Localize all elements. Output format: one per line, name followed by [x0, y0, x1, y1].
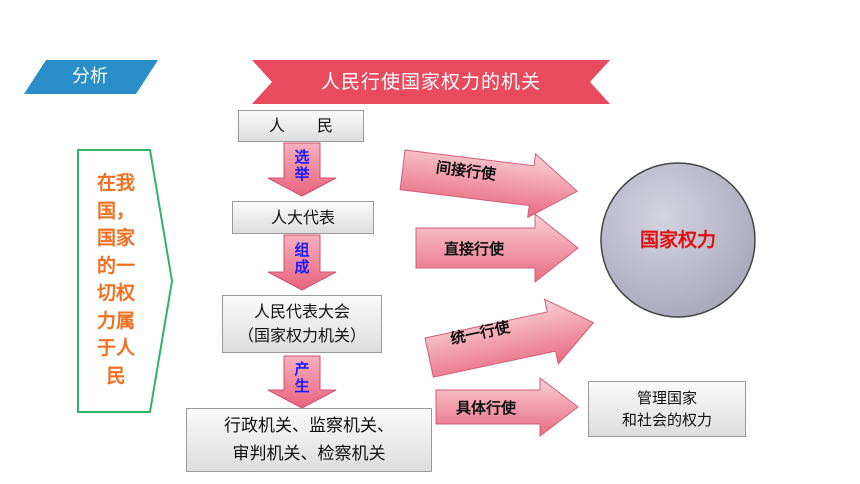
- node-manage-power: 管理国家 和社会的权力: [588, 381, 746, 437]
- node-people-label: 人 民: [268, 116, 333, 135]
- node-manage-line2: 和社会的权力: [621, 411, 712, 429]
- side-line: 在我: [96, 172, 135, 194]
- node-npc-deputies-label: 人大代表: [270, 207, 335, 227]
- node-manage-line1: 管理国家: [636, 389, 697, 407]
- side-line: 国家: [96, 227, 135, 249]
- title-ribbon-shape: [252, 60, 610, 104]
- state-power-label: 国家权力: [639, 229, 716, 251]
- produce-char: 产: [294, 360, 310, 378]
- node-organs-line2: 审判机关、检察机关: [232, 444, 386, 464]
- state-power-circle: [600, 162, 756, 318]
- compose-label: 组 成: [292, 242, 312, 276]
- side-line: 切权: [96, 282, 135, 304]
- side-chevron-shape: [77, 149, 174, 413]
- node-organs: 行政机关、监察机关、 审判机关、检察机关: [186, 408, 432, 472]
- indirect-arrow: [399, 149, 579, 219]
- produce-char: 生: [294, 377, 310, 395]
- side-line: 于人: [96, 337, 135, 359]
- produce-label: 产 生: [292, 361, 312, 395]
- elect-label: 选 举: [292, 149, 312, 183]
- node-npc-line2: （国家权力机关）: [237, 326, 366, 345]
- node-people: 人 民: [238, 110, 364, 142]
- produce-down-arrow: [267, 355, 337, 409]
- compose-down-arrow: [267, 234, 337, 291]
- specific-arrow: [435, 376, 579, 438]
- compose-char: 组: [294, 241, 310, 259]
- node-npc-line1: 人民代表大会: [253, 302, 350, 321]
- node-organs-line1: 行政机关、监察机关、: [224, 416, 394, 436]
- analysis-tag-shape: [24, 60, 158, 94]
- compose-char: 成: [294, 258, 310, 276]
- direct-arrow: [415, 212, 579, 284]
- elect-down-arrow: [267, 142, 337, 197]
- side-statement: 在我 国， 国家 的一 切权 力属 于人 民: [86, 170, 146, 390]
- specific-label: 具体行使: [456, 399, 517, 417]
- unified-arrow: [424, 298, 595, 378]
- node-npc-deputies: 人大代表: [232, 201, 374, 234]
- side-line: 的一: [96, 254, 135, 277]
- node-npc: 人民代表大会 （国家权力机关）: [222, 295, 382, 353]
- analysis-tag-label: 分析: [72, 66, 108, 87]
- elect-char: 选: [294, 148, 310, 166]
- elect-char: 举: [294, 165, 310, 183]
- side-line: 民: [106, 364, 126, 387]
- direct-label: 直接行使: [444, 240, 505, 258]
- side-line: 力属: [96, 309, 135, 332]
- side-line: 国，: [96, 199, 135, 222]
- page-title: 人民行使国家权力的机关: [320, 71, 541, 93]
